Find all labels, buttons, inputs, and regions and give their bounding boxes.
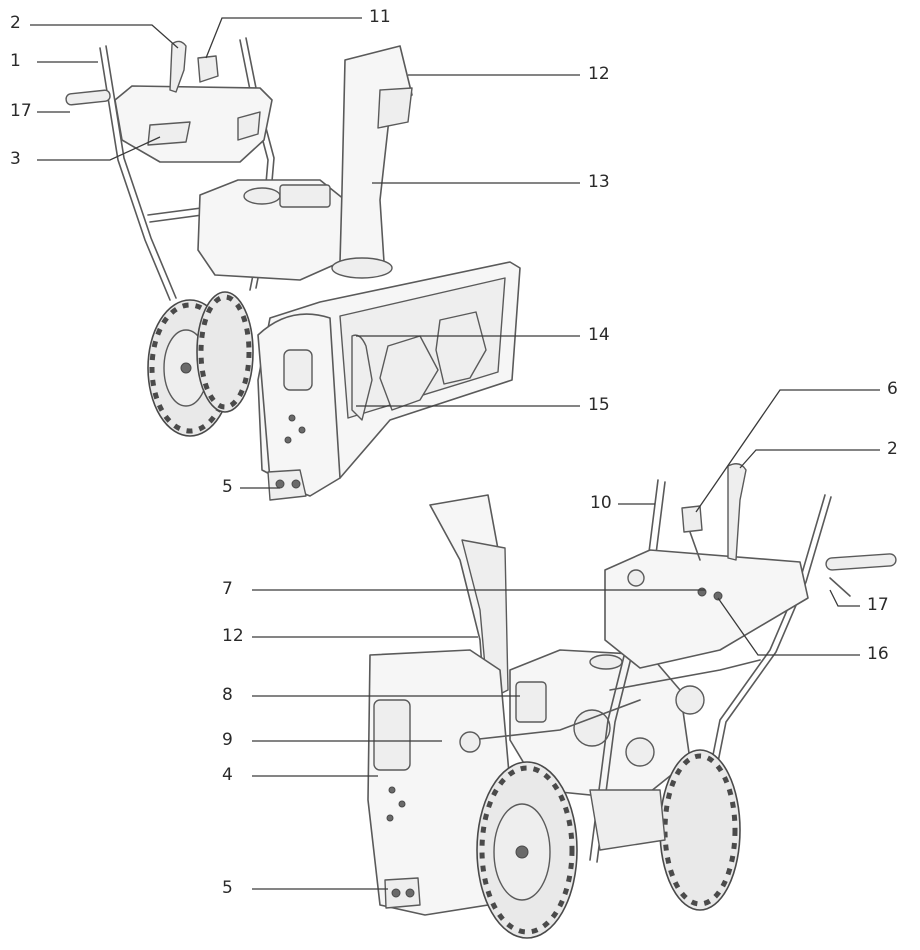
joystick-stem	[689, 531, 701, 561]
callout-9: 9	[222, 730, 233, 750]
chute-crank-rod	[469, 699, 641, 741]
callout-3: 3	[10, 149, 21, 169]
engine-grille-top	[279, 184, 331, 208]
callout-7: 7	[222, 579, 233, 599]
skid-bolt-1	[275, 479, 285, 489]
speed-lever-top	[169, 40, 187, 93]
handle-right-bottom	[699, 494, 826, 821]
dashboard-light	[147, 121, 191, 146]
handle-cross-bottom	[609, 659, 761, 691]
wheel-top-rear	[196, 291, 254, 413]
impeller-top	[351, 334, 373, 421]
leader-lines	[30, 17, 880, 890]
drive-housing	[589, 789, 666, 851]
engine-front-bottom	[515, 681, 547, 723]
tread-bottom-front	[479, 765, 575, 935]
callout-16: 16	[867, 644, 889, 664]
bolt-3	[284, 436, 292, 444]
callout-4: 4	[222, 765, 233, 785]
callout-14: 14	[588, 325, 610, 345]
callout-10: 10	[590, 493, 612, 513]
chute-control-top	[197, 55, 219, 83]
control-panel-bottom	[604, 549, 809, 669]
chute-deflector-top	[377, 87, 413, 129]
fuel-cap-top	[243, 187, 281, 205]
handle-right-bottom-inner	[705, 496, 832, 823]
panel-side-light	[237, 111, 261, 141]
leader-3	[37, 136, 161, 161]
panel-knob-2	[713, 591, 723, 601]
fuel-cap-bottom	[589, 654, 623, 670]
engine-side-knob	[675, 685, 705, 715]
panel-pivot	[627, 569, 645, 587]
housing-side-plate-top	[283, 349, 313, 391]
leader-2b	[739, 449, 880, 469]
trigger-lever	[829, 577, 851, 597]
front-view-machine	[65, 37, 521, 501]
tread-bottom-rear	[662, 753, 738, 907]
callout-1: 1	[10, 51, 21, 71]
speed-lever-bottom	[727, 463, 747, 561]
chute-base-top	[331, 257, 393, 279]
callout-2-bottom: 2	[887, 439, 898, 459]
left-handle-bar	[99, 47, 171, 301]
callout-6: 6	[887, 379, 898, 399]
discharge-chute-top	[339, 45, 413, 263]
leader-2a	[30, 24, 179, 49]
callout-5-top: 5	[222, 477, 233, 497]
axle-top	[180, 362, 192, 374]
callout-17-top: 17	[10, 101, 32, 121]
leader-6	[695, 389, 880, 513]
bolt-2	[298, 426, 306, 434]
callout-12-bottom: 12	[222, 626, 244, 646]
leader-11	[205, 17, 362, 59]
skid-shoe-bottom	[384, 877, 421, 909]
skid-bolt-b1	[391, 888, 401, 898]
hand-grip-right	[825, 553, 897, 571]
engine-cover-disc	[625, 737, 655, 767]
rear-view-machine	[367, 463, 897, 939]
left-handle-bar-inner	[105, 45, 177, 299]
leader-17b	[829, 589, 860, 607]
chute-joystick-bottom	[681, 505, 703, 533]
chute-crank-gear	[459, 731, 481, 753]
callout-5-bottom: 5	[222, 878, 233, 898]
callout-13: 13	[588, 172, 610, 192]
callout-11: 11	[369, 7, 391, 27]
callout-12-top: 12	[588, 64, 610, 84]
bolt-b3	[386, 814, 394, 822]
hand-grip-left	[65, 89, 111, 106]
skid-bolt-2	[291, 479, 301, 489]
tread-top-rear	[198, 294, 252, 410]
bolt-b1	[388, 786, 396, 794]
skid-shoe-top	[267, 469, 307, 501]
panel-knob-1	[697, 587, 707, 597]
callout-2-top: 2	[10, 13, 21, 33]
bolt-1	[288, 414, 296, 422]
housing-plate-bottom	[373, 699, 411, 771]
axle-bottom	[515, 845, 529, 859]
auger-blade-2	[435, 311, 487, 385]
wheel-bottom-rear	[659, 749, 741, 911]
bolt-b2	[398, 800, 406, 808]
callout-8: 8	[222, 685, 233, 705]
housing-side-top	[257, 313, 341, 497]
leader-16	[717, 597, 860, 656]
recoil-starter	[573, 709, 611, 747]
skid-bolt-b2	[405, 888, 415, 898]
callout-17-bottom: 17	[867, 595, 889, 615]
callout-15: 15	[588, 395, 610, 415]
